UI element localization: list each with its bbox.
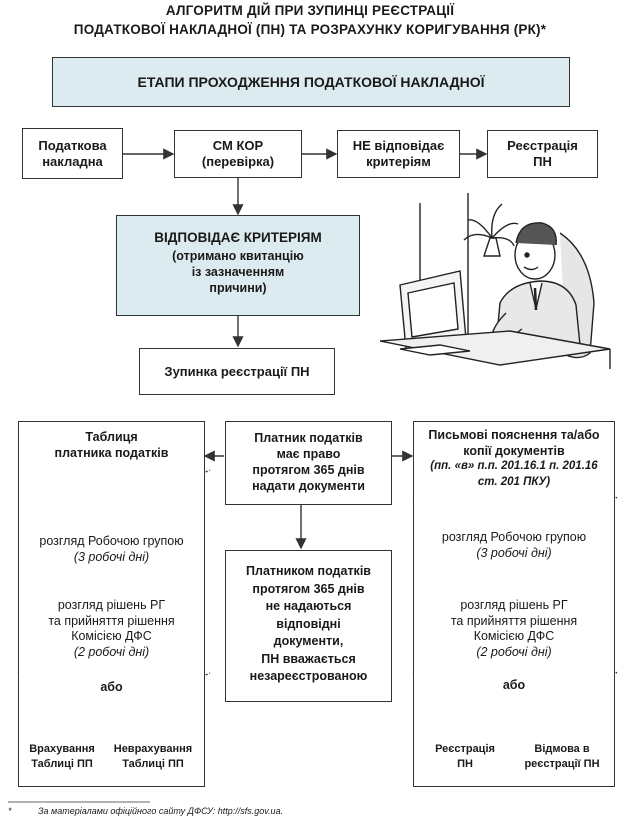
right-step-1-text: розгляд Робочою групою — [441, 530, 587, 544]
left-step-2-line-2: та прийняття рішення — [48, 613, 175, 628]
not-submitted-line-5: документи, — [273, 634, 344, 648]
left-step-2-line-3: Комісією ДФС — [71, 629, 152, 643]
tax-invoice-line-1: Податкова — [38, 137, 107, 153]
left-or: або — [100, 680, 123, 694]
footnote-text: За матеріалами офіційного сайту ДФСУ: ht… — [38, 806, 284, 816]
right-or: або — [502, 678, 526, 692]
left-step-2-days: (2 робочі дні) — [73, 644, 150, 659]
left-outcome-not-accounted-line-1: Неврахування — [113, 743, 193, 755]
right-ref-line-2: ст. 201 ПКУ) — [477, 475, 551, 488]
left-step-2: розгляд рішень РГ та прийняття рішення К… — [18, 598, 205, 660]
registration-stop-box: Зупинка реєстрації ПН — [139, 348, 335, 395]
not-submitted-line-2: протягом 365 днів — [252, 581, 365, 596]
right-outcome-registration-line-2: ПН — [457, 758, 473, 770]
sm-kor-line-2: (перевірка) — [201, 154, 275, 169]
stages-header-text: ЕТАПИ ПРОХОДЖЕННЯ ПОДАТКОВОЇ НАКЛАДНОЇ — [137, 74, 485, 90]
sm-kor-box: СМ КОР(перевірка) — [174, 130, 302, 178]
tax-invoice-line-2: накладна — [42, 153, 103, 169]
left-outcome-accounted: Врахування Таблиці ПП — [18, 742, 106, 772]
match-criteria-sub-2: із зазначенням — [191, 265, 285, 279]
right-step-1-days: (3 робочі дні) — [476, 545, 552, 560]
left-title-line-2: платника податків — [54, 445, 169, 460]
stages-header-box: ЕТАПИ ПРОХОДЖЕННЯ ПОДАТКОВОЇ НАКЛАДНОЇ — [52, 57, 570, 107]
not-submitted-line-1: Платником податків — [246, 564, 371, 578]
taxpayer-right-box: Платник податків має право протягом 365 … — [225, 421, 392, 505]
registration-line-1: Реєстрація — [507, 138, 578, 153]
right-step-2-line-1: розгляд рішень РГ — [460, 598, 568, 612]
footnote-mark: * — [8, 806, 12, 816]
right-outcome-refusal-line-2: реєстрації ПН — [524, 758, 600, 770]
left-outcome-accounted-line-2: Таблиці ПП — [31, 758, 93, 770]
right-column-box — [413, 421, 615, 787]
right-step-2-line-3: Комісією ДФС — [473, 629, 555, 643]
left-step-2-line-1: розгляд рішень РГ — [57, 598, 166, 612]
match-criteria-title: ВІДПОВІДАЄ КРИТЕРІЯМ — [154, 230, 322, 245]
title-line-2: ПОДАТКОВОЇ НАКЛАДНОЇ (ПН) ТА РОЗРАХУНКУ … — [73, 22, 547, 37]
left-column-box — [18, 421, 205, 787]
not-submitted-box: Платником податків протягом 365 днів не … — [225, 550, 392, 702]
left-outcome-not-accounted: Неврахування Таблиці ПП — [103, 742, 203, 772]
right-step-1: розгляд Робочою групою (3 робочі дні) — [413, 530, 615, 561]
not-match-line-1: НЕ відповідає — [352, 138, 445, 153]
taxpayer-right-line-2: має право — [276, 447, 341, 461]
taxpayer-right-line-3: протягом 365 днів — [252, 463, 365, 477]
left-title: Таблиця платника податків — [18, 430, 205, 461]
right-outcome-refusal-line-1: Відмова в — [534, 743, 590, 755]
not-submitted-line-7: незареєстрованою — [249, 669, 368, 683]
title-line-1: АЛГОРИТМ ДІЙ ПРИ ЗУПИНЦІ РЕЄСТРАЦІЇ — [165, 3, 455, 18]
left-step-1: розгляд Робочою групою (3 робочі дні) — [18, 534, 205, 565]
not-submitted-line-3: не надаються — [265, 599, 352, 613]
match-criteria-sub-1: (отримано квитанцію — [172, 249, 304, 263]
right-step-2-line-2: та прийняття рішення — [450, 613, 578, 628]
person-at-computer-illustration — [380, 193, 611, 369]
right-step-2: розгляд рішень РГ та прийняття рішення К… — [413, 598, 615, 660]
match-criteria-box: ВІДПОВІДАЄ КРИТЕРІЯМ (отримано квитанцію… — [116, 215, 360, 316]
left-outcome-not-accounted-line-2: Таблиці ПП — [122, 758, 184, 770]
right-outcome-refusal: Відмова в реєстрації ПН — [512, 742, 612, 772]
left-step-1-text: розгляд Робочою групою — [39, 534, 184, 548]
left-title-line-1: Таблиця — [85, 430, 138, 444]
not-submitted-line-4: відповідні — [276, 616, 341, 631]
right-title: Письмові пояснення та/або копії документ… — [413, 428, 615, 490]
not-match-line-2: критеріям — [366, 154, 431, 169]
taxpayer-right-line-1: Платник податків — [254, 431, 363, 445]
not-submitted-line-6: ПН вважається — [261, 651, 356, 666]
taxpayer-right-line-4: надати документи — [252, 479, 365, 493]
right-ref-line-1: (пп. «в» п.п. 201.16.1 п. 201.16 — [430, 460, 598, 472]
left-step-1-days: (3 робочі дні) — [73, 549, 150, 564]
sm-kor-line-1: СМ КОР — [212, 138, 264, 153]
right-outcome-registration: Реєстрація ПН — [420, 742, 510, 772]
left-outcome-accounted-line-1: Врахування — [29, 743, 95, 755]
right-title-line-1: Письмові пояснення та/або — [428, 428, 600, 442]
match-criteria-sub-3: причини) — [209, 281, 267, 295]
right-outcome-registration-line-1: Реєстрація — [435, 743, 495, 755]
right-title-line-2: копії документів — [463, 443, 565, 458]
registration-line-2: ПН — [533, 154, 552, 169]
registration-stop-text: Зупинка реєстрації ПН — [164, 363, 310, 379]
right-step-2-days: (2 робочі дні) — [476, 644, 552, 659]
